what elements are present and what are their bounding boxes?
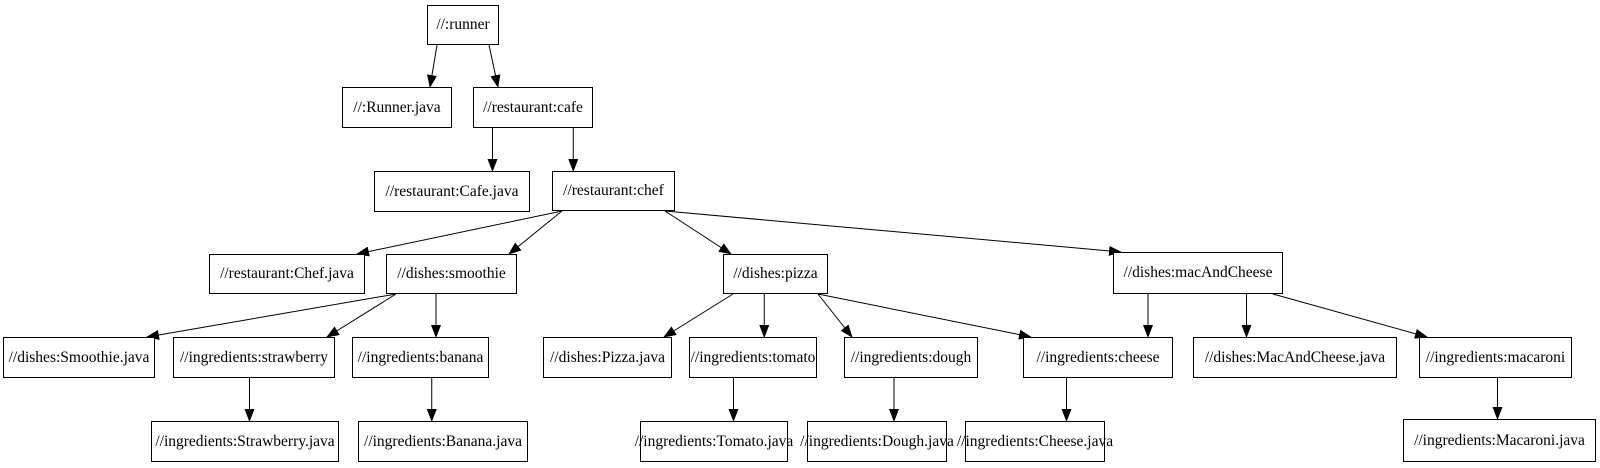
graph-node-label: //ingredients:banana	[357, 348, 484, 366]
graph-node-cafe-java: //restaurant:Cafe.java	[374, 171, 530, 212]
graph-node-dough: //ingredients:dough	[844, 337, 978, 378]
graph-node-macaroni: //ingredients:macaroni	[1419, 337, 1572, 378]
graph-node-pizza-java: //dishes:Pizza.java	[543, 337, 672, 378]
graph-node-label: //:runner	[436, 16, 490, 34]
graph-node-label: //ingredients:dough	[850, 348, 972, 366]
graph-node-label: //ingredients:Banana.java	[364, 432, 522, 450]
graph-node-label: //:Runner.java	[353, 98, 441, 116]
graph-node-banana: //ingredients:banana	[352, 337, 489, 378]
graph-node-cafe: //restaurant:cafe	[473, 87, 593, 128]
edge-chef-to-pizza	[664, 210, 732, 255]
graph-node-label: //ingredients:tomato	[690, 348, 816, 366]
graph-node-strawberry: //ingredients:strawberry	[173, 337, 335, 378]
graph-node-pizza: //dishes:pizza	[723, 254, 828, 294]
edge-smoothie-to-smoothie-java	[146, 293, 397, 340]
graph-node-dough-java: //ingredients:Dough.java	[800, 421, 954, 462]
edge-runner-to-cafe	[488, 44, 501, 88]
graph-node-label: //restaurant:chef	[563, 182, 664, 200]
graph-node-cheese: //ingredients:cheese	[1023, 337, 1173, 378]
graph-node-label: //dishes:macAndCheese	[1123, 264, 1273, 282]
graph-node-chef-java: //restaurant:Chef.java	[209, 254, 365, 294]
graph-node-label: //restaurant:Cafe.java	[385, 182, 519, 200]
edge-pizza-to-dough	[817, 293, 853, 338]
graph-node-label: //ingredients:Cheese.java	[956, 432, 1114, 450]
edge-mac-and-cheese-to-macaroni	[1272, 293, 1428, 339]
graph-node-runner: //:runner	[427, 5, 499, 45]
graph-node-label: //ingredients:strawberry	[179, 348, 329, 366]
edge-smoothie-to-strawberry	[326, 293, 397, 338]
graph-node-cheese-java: //ingredients:Cheese.java	[957, 421, 1113, 462]
graph-node-label: //dishes:MacAndCheese.java	[1204, 348, 1386, 366]
graph-node-label: //dishes:smoothie	[397, 265, 506, 283]
graph-node-mac-and-cheese-java: //dishes:MacAndCheese.java	[1193, 337, 1397, 378]
graph-node-label: //ingredients:Tomato.java	[634, 432, 794, 450]
graph-node-mac-and-cheese: //dishes:macAndCheese	[1113, 252, 1283, 294]
graph-node-tomato: //ingredients:tomato	[689, 337, 817, 378]
graph-node-label: //dishes:Pizza.java	[550, 348, 665, 366]
graph-node-strawberry-java: //ingredients:Strawberry.java	[151, 421, 339, 462]
edge-pizza-to-cheese	[817, 293, 1032, 340]
graph-node-label: //ingredients:cheese	[1036, 348, 1160, 366]
graph-node-tomato-java: //ingredients:Tomato.java	[635, 421, 793, 462]
edge-chef-to-smoothie	[508, 210, 563, 255]
edge-runner-to-runner-java	[427, 44, 438, 88]
graph-node-banana-java: //ingredients:Banana.java	[358, 421, 528, 462]
graph-node-label: //ingredients:macaroni	[1425, 348, 1566, 366]
graph-node-macaroni-java: //ingredients:Macaroni.java	[1403, 419, 1596, 462]
edge-chef-to-mac-and-cheese	[664, 210, 1122, 256]
graph-node-runner-java: //:Runner.java	[342, 87, 452, 128]
edge-pizza-to-pizza-java	[663, 293, 734, 338]
graph-node-smoothie-java: //dishes:Smoothie.java	[3, 337, 155, 378]
graph-node-label: //dishes:Smoothie.java	[8, 348, 150, 366]
graph-node-label: //ingredients:Dough.java	[800, 432, 954, 450]
graph-node-smoothie: //dishes:smoothie	[386, 254, 517, 294]
graph-node-label: //dishes:pizza	[733, 265, 818, 283]
graph-node-label: //restaurant:cafe	[483, 98, 583, 116]
edge-chef-to-chef-java	[356, 210, 563, 257]
graph-node-chef: //restaurant:chef	[552, 171, 675, 211]
graph-node-label: //ingredients:Strawberry.java	[155, 432, 335, 450]
graph-node-label: //restaurant:Chef.java	[220, 265, 354, 283]
graph-node-label: //ingredients:Macaroni.java	[1414, 431, 1585, 449]
